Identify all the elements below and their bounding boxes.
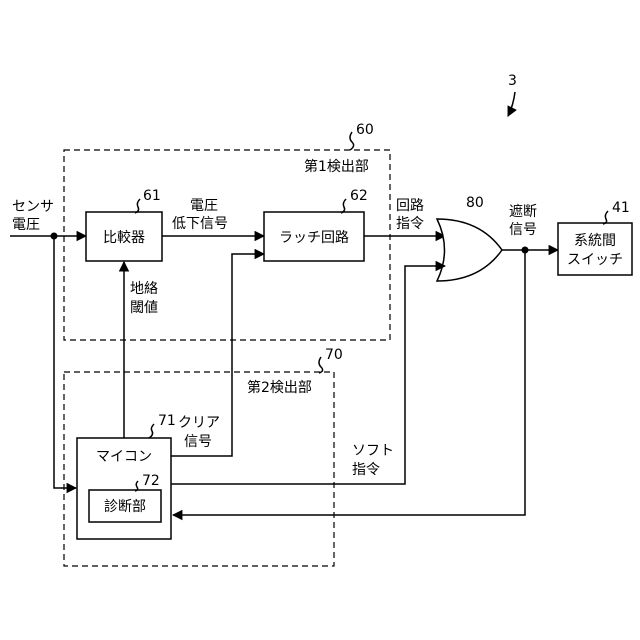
detector1-title: 第1検出部 xyxy=(304,158,369,175)
clear-label-2: 信号 xyxy=(184,434,212,450)
comparator-ref: 61 xyxy=(143,188,161,204)
detector2-title: 第2検出部 xyxy=(247,379,312,396)
detector2-leader xyxy=(319,357,323,373)
latch-leader xyxy=(341,199,346,213)
feedback-to-diag-line xyxy=(173,250,525,515)
mcu-leader xyxy=(149,424,154,438)
sensor-to-mcu-line xyxy=(54,236,76,488)
ground-threshold-label-2: 閾値 xyxy=(130,300,158,316)
diag-ref: 72 xyxy=(142,473,160,489)
detector1-ref: 60 xyxy=(356,122,374,138)
switch-label-2: スイッチ xyxy=(567,252,623,268)
comparator-leader xyxy=(135,199,140,213)
circuit-cmd-label-1: 回路 xyxy=(396,198,424,214)
cutoff-label-2: 信号 xyxy=(509,222,537,238)
comparator-label: 比較器 xyxy=(103,230,145,246)
detector1-leader xyxy=(350,132,354,150)
voltage-drop-label-2: 低下信号 xyxy=(172,216,228,232)
latch-ref: 62 xyxy=(350,188,368,204)
or-gate xyxy=(437,219,502,281)
mcu-label: マイコン xyxy=(96,449,152,465)
detector2-ref: 70 xyxy=(325,347,343,363)
latch-label: ラッチ回路 xyxy=(279,230,349,246)
voltage-drop-label-1: 電圧 xyxy=(190,198,218,214)
soft-cmd-label-1: ソフト xyxy=(352,443,394,459)
switch-label-1: 系統間 xyxy=(574,233,616,249)
switch-ref: 41 xyxy=(612,200,630,216)
sensor-voltage-label-2: 電圧 xyxy=(12,217,40,233)
soft-cmd-label-2: 指令 xyxy=(352,462,380,478)
cutoff-label-1: 遮断 xyxy=(509,204,537,220)
mcu-ref: 71 xyxy=(158,413,176,429)
figure-number: 3 xyxy=(508,73,517,89)
or-gate-ref: 80 xyxy=(466,195,484,211)
diag-label: 診断部 xyxy=(104,499,146,515)
soft-cmd-line xyxy=(171,266,445,484)
switch-leader xyxy=(603,211,608,224)
figure-number-arrow xyxy=(508,92,515,116)
sensor-voltage-label-1: センサ xyxy=(12,199,54,215)
ground-threshold-label-1: 地絡 xyxy=(130,281,158,297)
clear-label-1: クリア xyxy=(178,415,220,431)
circuit-cmd-label-2: 指令 xyxy=(396,216,424,232)
